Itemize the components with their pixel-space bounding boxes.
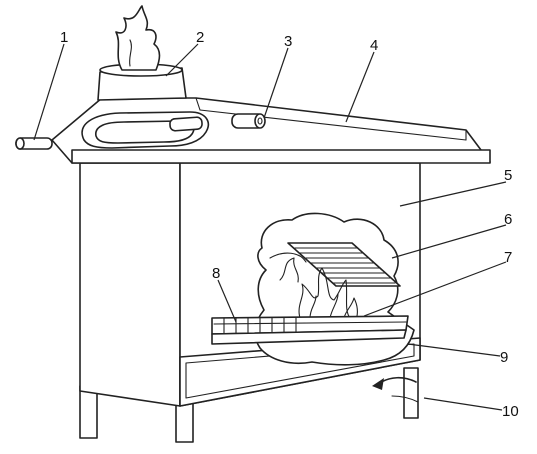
label-5: 5	[504, 167, 512, 184]
damper-knob	[231, 113, 266, 129]
air-inlet	[372, 376, 419, 403]
label-9: 9	[500, 349, 508, 366]
cabinet-side-panel	[79, 162, 181, 407]
air-flow-arrowhead	[372, 378, 384, 390]
side-handle	[169, 116, 203, 132]
grate-support	[211, 329, 407, 345]
left-handle	[15, 137, 53, 150]
label-1: 1	[60, 29, 68, 46]
label-3: 3	[284, 33, 292, 50]
side-handle-rod	[169, 116, 203, 132]
interior-shadow	[269, 252, 307, 263]
label-4: 4	[370, 37, 378, 54]
label-10: 10	[502, 403, 519, 420]
label-2: 2	[196, 29, 204, 46]
label-7: 7	[504, 249, 512, 266]
leg-back-right	[403, 367, 419, 419]
callout-labels: 1 2 3 4 5 6 7 8 9 10	[60, 29, 519, 420]
label-6: 6	[504, 211, 512, 228]
legs	[79, 367, 419, 443]
label-8: 8	[212, 265, 220, 282]
smoke-plume	[115, 5, 161, 71]
fire-flames	[279, 257, 358, 321]
hood-rim	[71, 149, 491, 164]
leader-lines	[33, 43, 507, 411]
chimney	[97, 5, 187, 101]
lower-grate-and-tray	[211, 315, 409, 345]
